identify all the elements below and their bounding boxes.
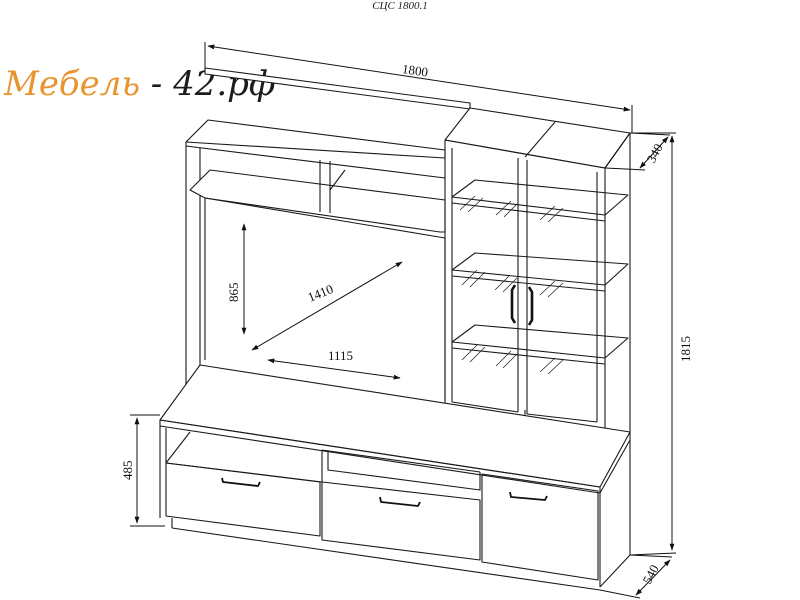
- base-depth-label: 540: [639, 562, 661, 586]
- glass-shelves: [451, 179, 629, 365]
- base-depth-line: [635, 559, 671, 596]
- dimension-lines: [130, 42, 677, 599]
- drawer-left: [165, 462, 321, 537]
- overall-height-label: 1815: [678, 336, 693, 362]
- logo-separator: -: [139, 64, 174, 104]
- upper-niche-shelf: [189, 169, 446, 233]
- upper-depth-label: 340: [643, 141, 665, 165]
- back-panel-top: [204, 67, 471, 110]
- drawer-center: [321, 481, 481, 561]
- width-dimension-line: [207, 44, 631, 112]
- tv-width-label: 1115: [328, 348, 353, 363]
- glass-door-handles: [510, 284, 534, 326]
- tv-width-line: [267, 358, 401, 380]
- tv-height-label: 865: [226, 283, 241, 303]
- tv-diagonal-line: [251, 261, 403, 351]
- model-code: СЦС 1800.1: [372, 0, 428, 12]
- upper-depth-line: [639, 136, 669, 169]
- base-top: [159, 364, 631, 488]
- top-shelf: [185, 119, 446, 159]
- cabinet-top: [444, 107, 631, 169]
- cabinet-outline: [159, 67, 631, 591]
- glass-hatch: [459, 195, 564, 375]
- door-right: [481, 473, 599, 581]
- tv-diagonal-label: 1410: [306, 281, 336, 305]
- logo-brand: Мебель: [4, 64, 140, 104]
- base-height-label: 485: [120, 461, 135, 481]
- drawer-handles: [221, 477, 548, 507]
- overall-width-label: 1800: [401, 61, 429, 79]
